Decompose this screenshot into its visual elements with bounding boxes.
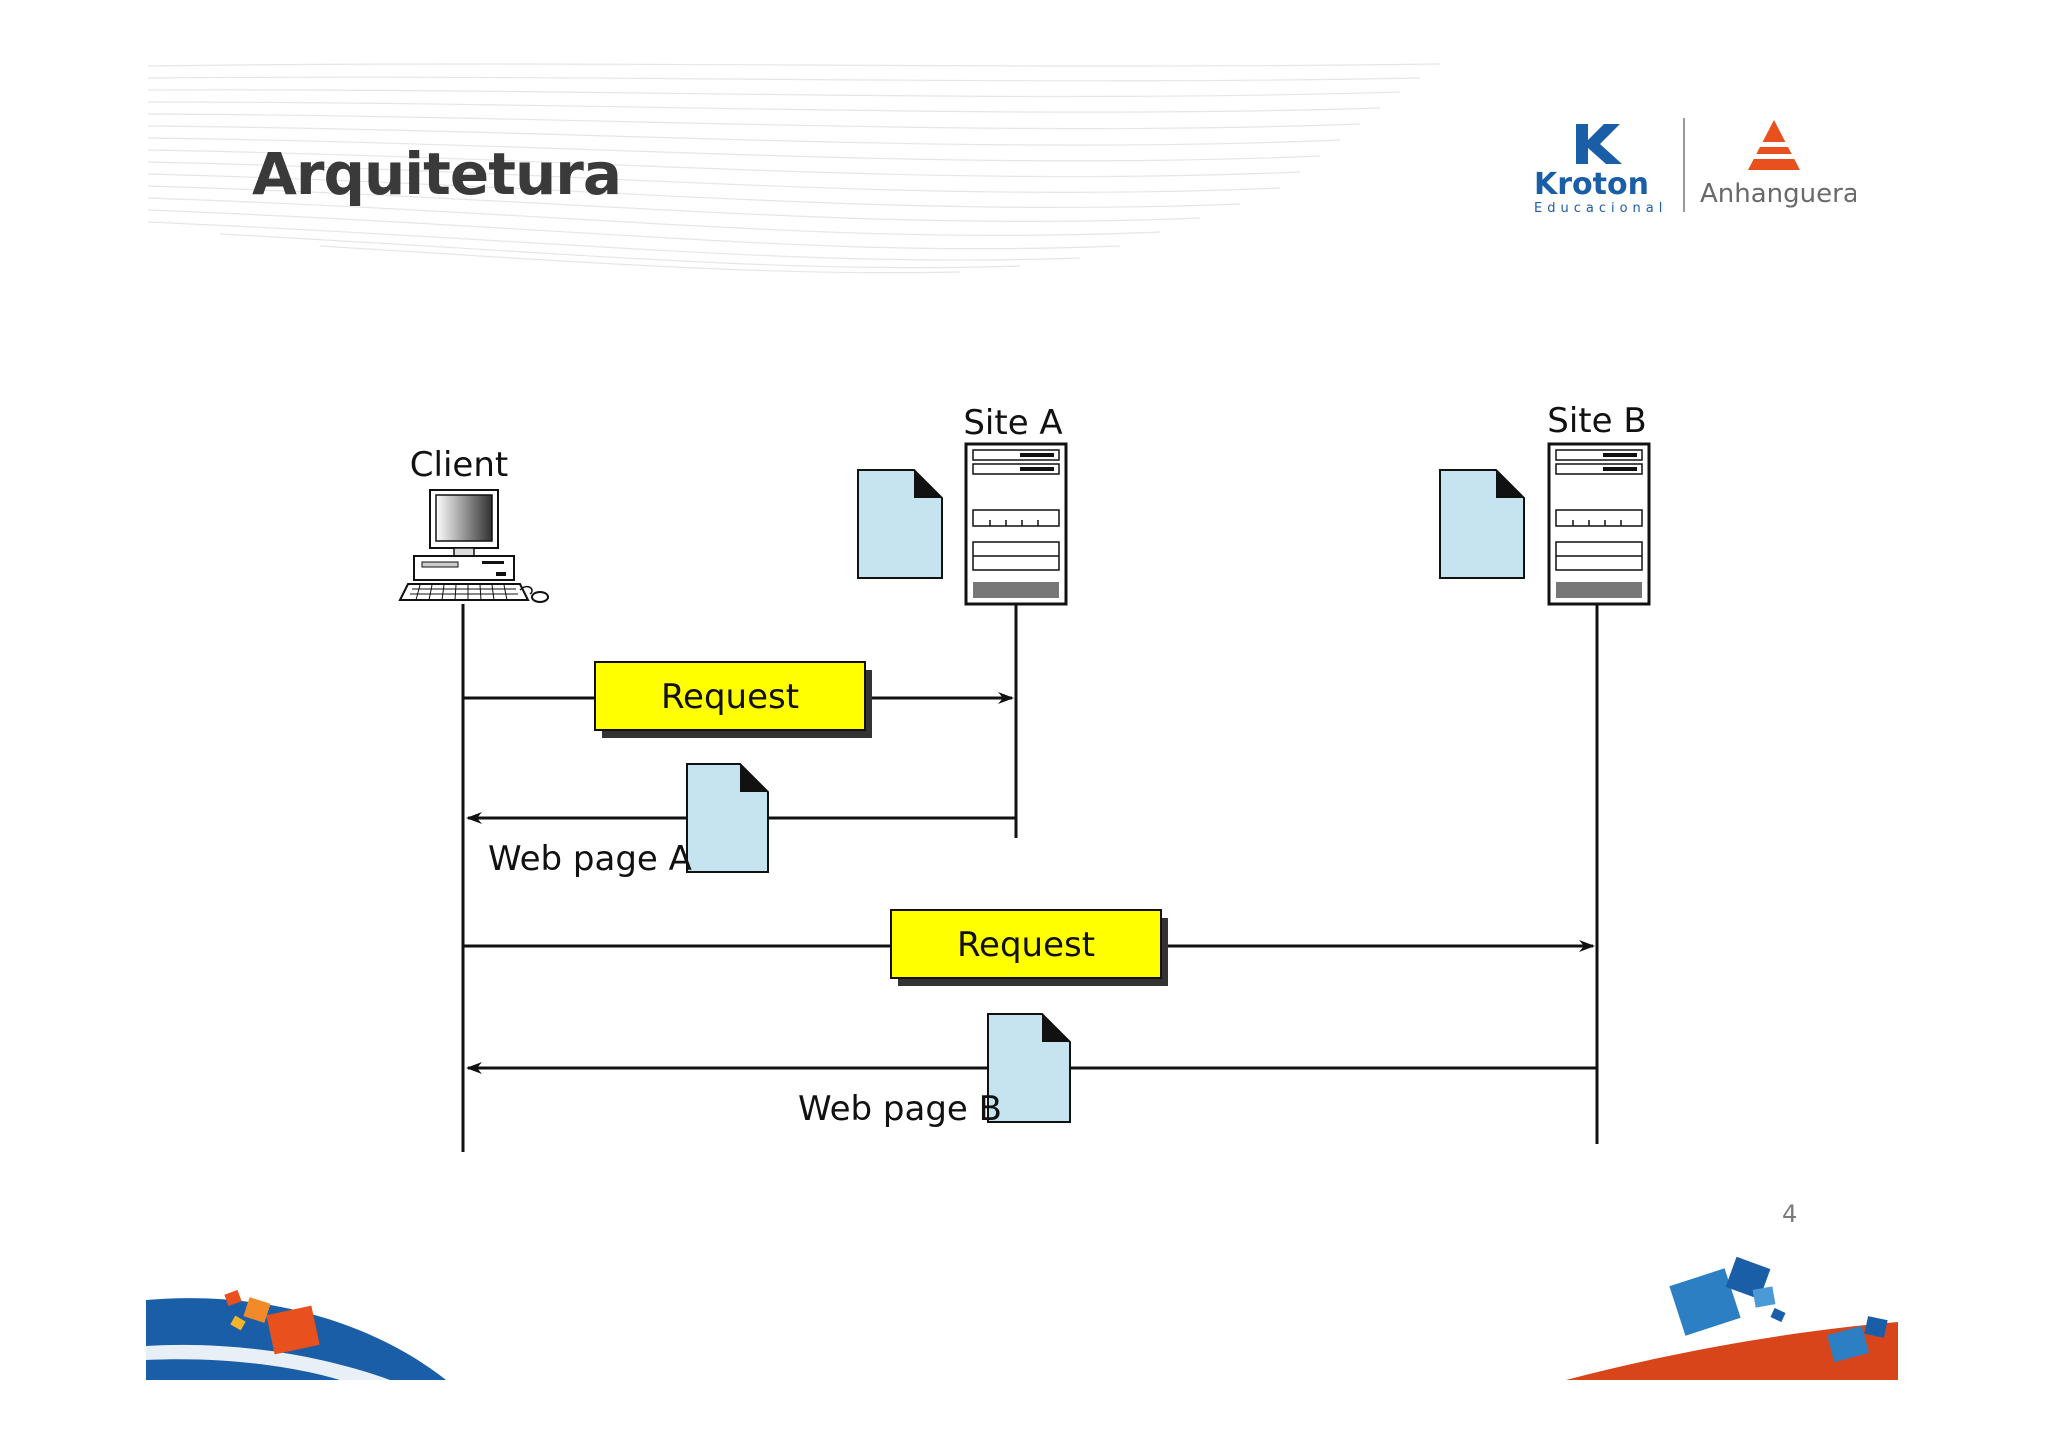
page-number: 4 — [1782, 1200, 1798, 1228]
logo-separator — [1683, 118, 1685, 212]
client-label: Client — [410, 445, 508, 485]
document-site-b-icon — [1439, 469, 1525, 579]
server-site-b-icon — [1547, 442, 1651, 606]
request-a-label: Request — [661, 677, 799, 717]
kroton-logo-subtitle: Educacional — [1534, 201, 1667, 216]
anhanguera-logo-name: Anhanguera — [1700, 179, 1856, 209]
request-b-box: Request — [890, 909, 1168, 986]
document-site-a-icon — [857, 469, 943, 579]
site-a-label: Site A — [963, 403, 1062, 443]
request-b-label: Request — [957, 925, 1095, 965]
site-b-label: Site B — [1547, 401, 1646, 441]
web-page-b-label: Web page B — [798, 1089, 1002, 1129]
kroton-logo: Kroton Educacional — [1534, 124, 1667, 216]
web-page-a-label: Web page A — [488, 839, 692, 879]
computer-icon — [398, 489, 549, 603]
slide-title: Arquitetura — [252, 140, 622, 208]
document-web-page-b-icon — [987, 1013, 1071, 1123]
anhanguera-logo: Anhanguera — [1700, 120, 1856, 209]
request-a-box: Request — [594, 661, 872, 738]
document-web-page-a-icon — [686, 763, 769, 873]
kroton-logo-name: Kroton — [1534, 167, 1649, 202]
